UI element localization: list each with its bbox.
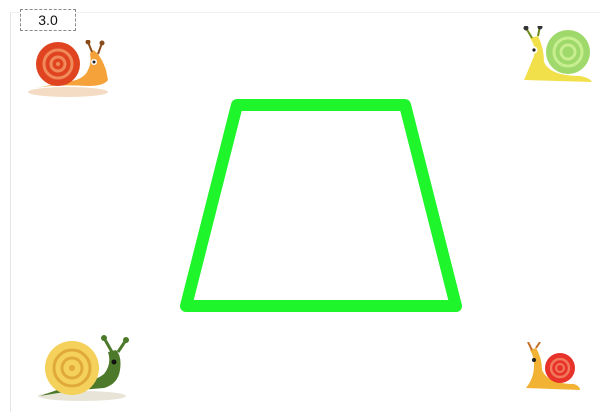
red-snail-icon[interactable] [524, 342, 582, 392]
yellow-snail-icon[interactable] [34, 334, 132, 402]
trapezoid-outline[interactable] [186, 105, 456, 306]
orange-snail-icon[interactable] [26, 40, 112, 98]
green-snail-icon[interactable] [520, 26, 596, 86]
